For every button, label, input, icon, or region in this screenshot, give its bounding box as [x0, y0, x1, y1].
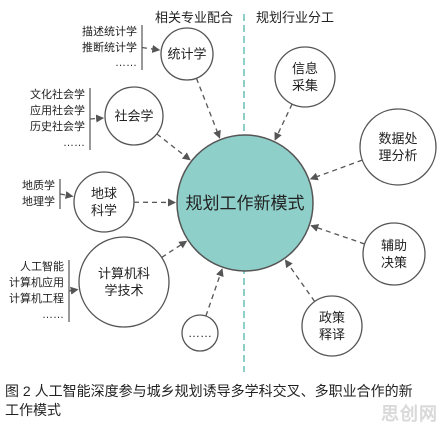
edge-arrow: [156, 133, 191, 161]
source-subject: 人工智能: [20, 259, 64, 273]
task-node-label-line: 释译: [319, 327, 345, 342]
task-node-label-line: 理分析: [378, 148, 417, 163]
task-node-label-line: 数据处: [378, 131, 417, 146]
edge-arrow: [205, 268, 224, 317]
source-subject: 文化社会学: [30, 87, 85, 101]
task-node: [301, 295, 363, 357]
edge-arrow: [161, 240, 188, 258]
discipline-node: [104, 86, 164, 146]
center-node: [176, 134, 314, 272]
left-column-header: 相关专业配合: [155, 10, 233, 25]
discipline-node-label-line: 学技术: [104, 283, 143, 298]
edge-arrow: [310, 224, 365, 245]
edge-arrow: [284, 259, 316, 302]
source-subject: 地质学: [22, 178, 55, 192]
center-node-label: 规划工作新模式: [186, 194, 305, 213]
discipline-node: [73, 171, 135, 233]
source-arrow: [68, 286, 79, 295]
edge-arrow: [195, 77, 221, 139]
task-node-label-line: 政策: [319, 310, 345, 325]
discipline-node-label-line: 地球: [91, 186, 117, 201]
task-node-label-line: 决策: [381, 255, 407, 270]
source-arrow: [59, 191, 74, 199]
source-subject: ……: [115, 57, 137, 69]
source-subject: 计算机工程: [9, 291, 64, 305]
discipline-node-label-line: 科学: [91, 203, 117, 218]
task-node-label-line: 信息: [292, 61, 318, 76]
discipline-node-label-line: 计算机科: [98, 266, 150, 281]
figure-caption: 图 2 人工智能深度参与城乡规划诱导多学科交叉、多职业合作的新工作模式: [5, 383, 413, 418]
task-node: [362, 222, 426, 286]
watermark: 思创网: [381, 404, 438, 424]
source-arrow: [141, 45, 161, 53]
source-arrow: [89, 114, 105, 123]
source-subject: 地理学: [22, 194, 55, 208]
discipline-node-label-line: ……: [188, 326, 212, 340]
discipline-node: [160, 27, 214, 81]
task-node-label-line: 采集: [292, 78, 318, 93]
source-subject: 推断统计学: [82, 40, 137, 54]
source-subject: 计算机应用: [9, 275, 64, 289]
discipline-node: [181, 314, 219, 352]
source-subject: ……: [42, 309, 64, 321]
source-subject: ……: [63, 137, 85, 149]
task-node: [274, 46, 336, 108]
discipline-node-label-line: 社会学: [114, 109, 153, 124]
source-subject: 应用社会学: [30, 103, 85, 117]
source-subject: 描述统计学: [82, 24, 137, 38]
source-subject: 历史社会学: [30, 119, 85, 133]
right-column-header: 规划行业分工: [256, 10, 334, 25]
task-node: [359, 108, 437, 186]
edge-arrow: [274, 103, 293, 141]
discipline-node: [78, 236, 170, 328]
edge-arrow: [309, 159, 363, 181]
task-node-label-line: 辅助: [381, 238, 407, 253]
discipline-node-label-line: 统计学: [167, 47, 206, 62]
